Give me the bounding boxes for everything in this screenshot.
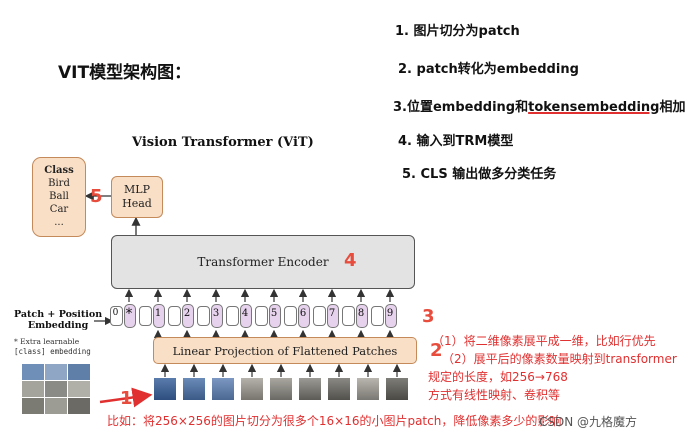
token-up-arrows xyxy=(124,288,395,302)
step-3: 3.位置embedding和tokensembedding相加 xyxy=(393,96,686,115)
step-2: 2. patch转化为embedding xyxy=(398,62,579,77)
step-3-suffix: 相加 xyxy=(659,100,686,115)
linear-projection-box: Linear Projection of Flattened Patches xyxy=(153,337,417,364)
class-item: Ball xyxy=(49,191,69,202)
step-3-prefix: 3.位置embedding和 xyxy=(393,100,529,115)
annotation-number-2: 2 xyxy=(430,340,443,361)
image-patch xyxy=(183,378,205,400)
step-1: 1. 图片切分为patch xyxy=(395,24,520,39)
transformer-encoder-box: Transformer Encoder xyxy=(111,235,415,289)
pe-line1: Patch + Position xyxy=(14,309,103,320)
extra-line1: * Extra learnable xyxy=(14,337,80,346)
token-label: * xyxy=(125,306,133,322)
class-item: Car xyxy=(49,204,69,215)
token-pos: 0 xyxy=(112,308,119,318)
token-label: 7 xyxy=(328,308,336,319)
step-3-underlined: tokensembedding xyxy=(528,100,660,115)
note-4: 方式有线性映射、卷积等 xyxy=(428,388,561,402)
annotation-number-4: 4 xyxy=(344,250,357,271)
token: 7 xyxy=(313,304,340,330)
class-heading: Class xyxy=(44,165,74,176)
image-patch xyxy=(357,378,379,400)
source-image-grid xyxy=(22,364,90,414)
note-2: （2）展平后的像素数量映射到transformer xyxy=(442,352,677,366)
token-label: 3 xyxy=(212,308,220,319)
image-patch xyxy=(386,378,408,400)
extra-learnable-note: * Extra learnable [class] embedding xyxy=(14,337,91,357)
class-item: ... xyxy=(54,217,64,228)
note-3: 规定的长度，如256→768 xyxy=(428,370,568,384)
annotation-number-5: 5 xyxy=(90,186,103,207)
step-4: 4. 输入到TRM模型 xyxy=(398,134,514,149)
class-item: Bird xyxy=(48,178,70,189)
image-patch xyxy=(299,378,321,400)
token: 3 xyxy=(197,304,224,330)
token: 6 xyxy=(284,304,311,330)
step-5: 5. CLS 输出做多分类任务 xyxy=(402,167,557,182)
diagram-title: Vision Transformer (ViT) xyxy=(132,135,314,150)
linear-projection-label: Linear Projection of Flattened Patches xyxy=(172,343,398,358)
token-label: 8 xyxy=(357,308,365,319)
note-1: （1）将二维像素展平成一维，比如行优先 xyxy=(432,334,656,348)
bottom-note: 比如：将256×256的图片切分为很多个16×16的小图片patch，降低像素多… xyxy=(107,414,562,428)
token-label: 9 xyxy=(386,308,394,319)
image-patch xyxy=(154,378,176,400)
patch-up-arrows xyxy=(160,363,402,377)
token-label: 5 xyxy=(270,308,278,319)
mlp-line1: MLP xyxy=(124,183,150,196)
image-patch xyxy=(241,378,263,400)
image-patch xyxy=(270,378,292,400)
image-patch xyxy=(212,378,234,400)
token: 1 xyxy=(139,304,166,330)
arrow-image-to-patches xyxy=(99,387,153,408)
token-label: 2 xyxy=(183,308,191,319)
pe-line2: Embedding xyxy=(27,320,89,331)
mlp-line2: Head xyxy=(122,197,152,210)
patch-position-label: Patch + Position Embedding xyxy=(14,309,102,331)
projection-up-arrows xyxy=(153,329,395,339)
annotation-number-3: 3 xyxy=(422,306,435,327)
token: 9 xyxy=(371,304,398,330)
token: 2 xyxy=(168,304,195,330)
token-label: 1 xyxy=(154,308,162,319)
transformer-encoder-label: Transformer Encoder xyxy=(197,255,329,269)
image-patch xyxy=(328,378,350,400)
extra-line2: [class] embedding xyxy=(14,347,91,356)
annotation-number-1: 1 xyxy=(120,388,133,409)
page-title: VIT模型架构图： xyxy=(58,63,192,83)
token-label: 6 xyxy=(299,308,307,319)
class-box: Class Bird Ball Car ... xyxy=(32,157,86,237)
token-label: 4 xyxy=(241,308,249,319)
mlp-head-box: MLP Head xyxy=(111,176,163,218)
token: 5 xyxy=(255,304,282,330)
watermark: CSDN @九格魔方 xyxy=(539,415,638,429)
token-cls: 0 * xyxy=(110,304,137,330)
token: 4 xyxy=(226,304,253,330)
token: 8 xyxy=(342,304,369,330)
